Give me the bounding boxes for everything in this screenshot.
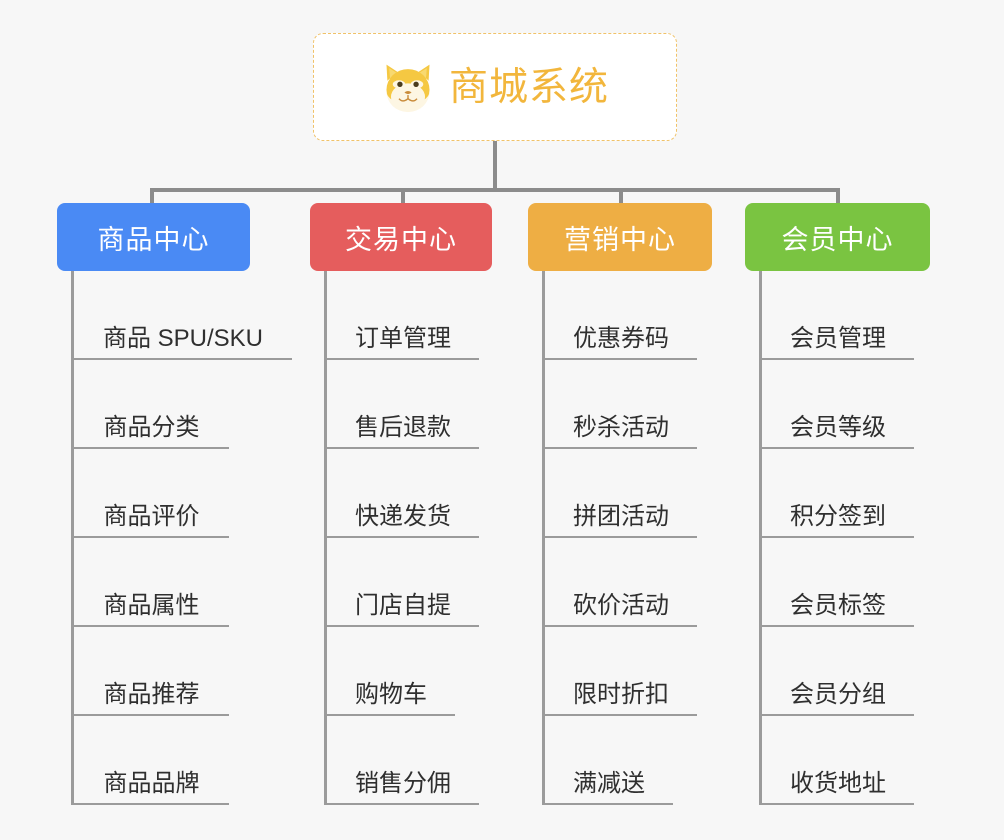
branch-member-center: 会员中心 会员管理 会员等级 积分签到 会员标签 会员分组 收货地址 (745, 203, 930, 805)
leaf-item-label: 积分签到 (790, 502, 886, 530)
leaf-item-label: 售后退款 (355, 413, 451, 441)
leaf-item-label: 秒杀活动 (573, 413, 669, 441)
leaf-item-label: 限时折扣 (573, 680, 669, 708)
category-header-member-center[interactable]: 会员中心 (745, 203, 930, 271)
leaf-item[interactable]: 优惠券码 (545, 271, 697, 360)
category-label: 商品中心 (97, 224, 210, 255)
leaf-item[interactable]: 砍价活动 (545, 538, 697, 627)
leaf-item-label: 销售分佣 (355, 769, 451, 797)
leaf-item-label: 收货地址 (790, 769, 886, 797)
leaf-item-label: 商品推荐 (103, 680, 200, 708)
leaf-spine (71, 271, 74, 805)
branch-trade-center: 交易中心 订单管理 售后退款 快递发货 门店自提 购物车 销售分佣 (310, 203, 492, 805)
leaf-list-product-center: 商品 SPU/SKU 商品分类 商品评价 商品属性 商品推荐 商品品牌 (71, 271, 292, 805)
leaf-item-label: 门店自提 (355, 591, 451, 619)
leaf-item-label: 商品评价 (103, 502, 200, 530)
leaf-item[interactable]: 限时折扣 (545, 627, 697, 716)
leaf-item-label: 订单管理 (355, 324, 451, 352)
connector-horizontal-bus (150, 188, 840, 192)
leaf-item[interactable]: 积分签到 (762, 449, 914, 538)
leaf-item[interactable]: 收货地址 (762, 716, 914, 805)
leaf-item[interactable]: 售后退款 (327, 360, 479, 449)
category-label: 会员中心 (781, 224, 894, 255)
leaf-item[interactable]: 快递发货 (327, 449, 479, 538)
leaf-spine (324, 271, 327, 805)
leaf-item[interactable]: 订单管理 (327, 271, 479, 360)
root-node-card[interactable]: 商城系统 (313, 33, 677, 141)
leaf-item[interactable]: 秒杀活动 (545, 360, 697, 449)
leaf-item-label: 会员分组 (790, 680, 886, 708)
leaf-item-label: 购物车 (355, 680, 427, 708)
leaf-item-label: 砍价活动 (573, 591, 669, 619)
leaf-item-label: 优惠券码 (573, 324, 669, 352)
leaf-item[interactable]: 会员管理 (762, 271, 914, 360)
category-header-product-center[interactable]: 商品中心 (57, 203, 250, 271)
leaf-item[interactable]: 会员等级 (762, 360, 914, 449)
leaf-item-label: 满减送 (573, 769, 645, 797)
leaf-item[interactable]: 会员标签 (762, 538, 914, 627)
connector-drop-trade-center (401, 188, 405, 205)
leaf-item[interactable]: 商品属性 (74, 538, 229, 627)
branch-product-center: 商品中心 商品 SPU/SKU 商品分类 商品评价 商品属性 商品推荐 商品品牌 (57, 203, 292, 805)
leaf-item[interactable]: 门店自提 (327, 538, 479, 627)
leaf-spine (759, 271, 762, 805)
leaf-item[interactable]: 商品分类 (74, 360, 229, 449)
connector-drop-marketing-center (619, 188, 623, 205)
leaf-item[interactable]: 购物车 (327, 627, 455, 716)
leaf-item-label: 商品分类 (103, 413, 200, 441)
leaf-list-marketing-center: 优惠券码 秒杀活动 拼团活动 砍价活动 限时折扣 满减送 (542, 271, 712, 805)
leaf-item[interactable]: 满减送 (545, 716, 673, 805)
leaf-item-label: 会员管理 (790, 324, 886, 352)
leaf-item[interactable]: 会员分组 (762, 627, 914, 716)
leaf-item[interactable]: 商品品牌 (74, 716, 229, 805)
category-label: 交易中心 (345, 224, 457, 255)
leaf-item[interactable]: 商品推荐 (74, 627, 229, 716)
category-label: 营销中心 (564, 224, 676, 255)
branch-marketing-center: 营销中心 优惠券码 秒杀活动 拼团活动 砍价活动 限时折扣 满减送 (528, 203, 712, 805)
leaf-item-label: 快递发货 (355, 502, 451, 530)
leaf-item-label: 商品属性 (103, 591, 200, 619)
leaf-item-label: 拼团活动 (573, 502, 669, 530)
leaf-item[interactable]: 商品评价 (74, 449, 229, 538)
connector-drop-product-center (150, 188, 154, 205)
category-header-trade-center[interactable]: 交易中心 (310, 203, 492, 271)
leaf-item[interactable]: 拼团活动 (545, 449, 697, 538)
leaf-list-member-center: 会员管理 会员等级 积分签到 会员标签 会员分组 收货地址 (759, 271, 930, 805)
category-header-marketing-center[interactable]: 营销中心 (528, 203, 712, 271)
leaf-item-label: 商品品牌 (103, 769, 200, 797)
leaf-spine (542, 271, 545, 805)
leaf-item-label: 会员标签 (790, 591, 886, 619)
connector-root-stem (493, 141, 497, 191)
shiba-dog-icon (386, 64, 430, 113)
connector-drop-member-center (836, 188, 840, 205)
leaf-item[interactable]: 商品 SPU/SKU (74, 271, 292, 360)
leaf-item[interactable]: 销售分佣 (327, 716, 479, 805)
leaf-list-trade-center: 订单管理 售后退款 快递发货 门店自提 购物车 销售分佣 (324, 271, 492, 805)
leaf-item-label: 商品 SPU/SKU (102, 324, 264, 352)
root-node-title: 商城系统 (448, 65, 609, 109)
leaf-item-label: 会员等级 (790, 413, 886, 441)
